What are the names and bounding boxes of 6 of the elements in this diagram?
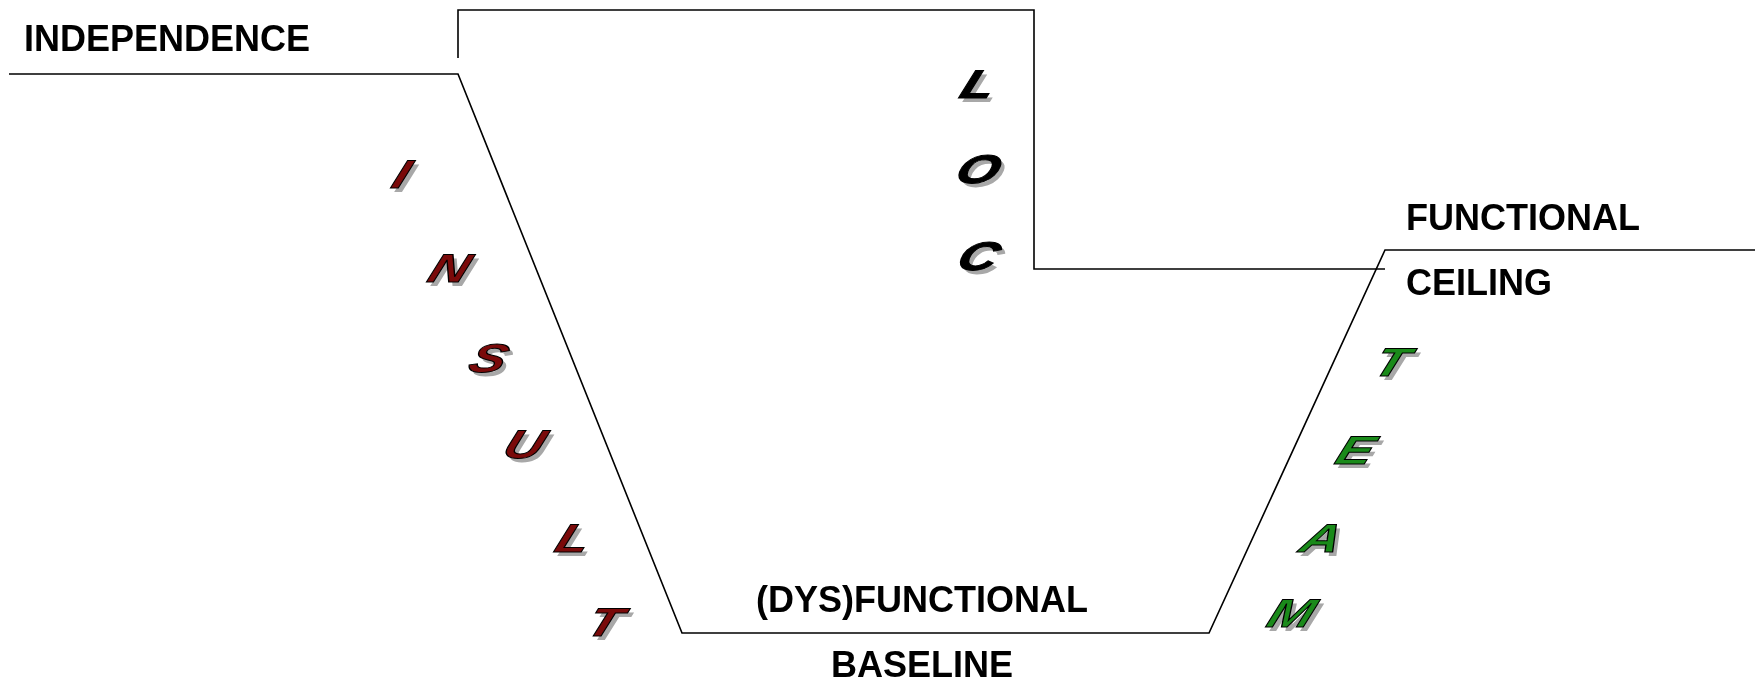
spaced-lettering: LOC [949,61,1009,280]
spaced-lettering: INSULT [385,151,631,646]
label-text: FUNCTIONAL CEILING [1406,196,1641,305]
spaced-lettering: TEAM [1260,339,1418,637]
label-text: (DYS)FUNCTIONAL BASELINE [755,578,1089,687]
label-text: INDEPENDENCE [24,17,312,61]
